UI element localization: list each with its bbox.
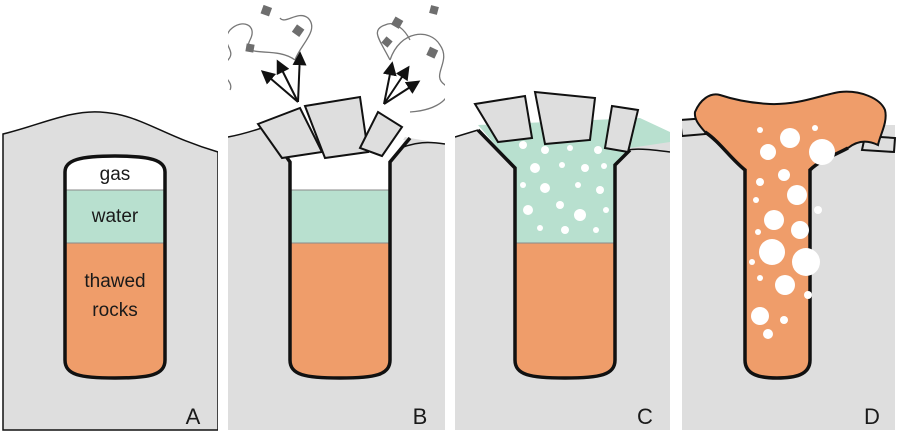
panel-a-letter: A — [186, 404, 201, 429]
bubble — [559, 162, 565, 168]
bubble — [581, 164, 589, 172]
debris-particle — [245, 43, 255, 53]
panel-a: gas water thawed rocks A — [2, 111, 219, 431]
bubble — [764, 210, 784, 230]
bubble — [530, 163, 540, 173]
panel-b-gas-plume-left-2 — [279, 14, 313, 61]
bubble — [792, 248, 820, 276]
bubble — [596, 186, 604, 194]
bubble — [594, 146, 602, 154]
bubble — [756, 178, 764, 186]
bubble — [537, 225, 543, 231]
panel-b-rocks-layer — [290, 243, 390, 378]
water-label: water — [91, 206, 139, 227]
panel-b-escape-arrows — [260, 51, 421, 105]
panel-d-letter: D — [864, 404, 880, 429]
bubble — [814, 206, 822, 214]
escape-arrow — [383, 65, 410, 105]
bubble — [541, 146, 549, 154]
bubble — [780, 316, 788, 324]
panel-a-cavity-outline — [63, 154, 167, 380]
bubble — [760, 144, 776, 160]
debris-particle — [381, 36, 393, 48]
bubble — [520, 182, 526, 188]
panel-c-bubbles — [519, 141, 609, 234]
bubble — [780, 128, 800, 148]
panel-c-rock-slab-right — [603, 104, 640, 154]
escape-arrow — [383, 80, 421, 105]
bubble — [519, 141, 527, 149]
debris-particle — [426, 46, 439, 59]
separator — [670, 0, 682, 438]
panel-d: D — [678, 90, 897, 430]
bubble — [593, 227, 599, 233]
bubble — [751, 307, 769, 325]
panel-c: C — [454, 90, 671, 430]
panel-b-gas-plume-left — [222, 23, 296, 91]
bubble — [775, 275, 795, 295]
bubble — [757, 275, 763, 281]
gas-label: gas — [100, 164, 131, 185]
panel-c-rock-slab-left — [473, 94, 534, 144]
bubble — [755, 229, 761, 235]
panel-c-rocks-layer — [515, 243, 615, 378]
bubble — [812, 125, 818, 131]
panel-b-debris-particles — [245, 4, 439, 59]
panel-b-rock-slab-middle — [303, 95, 370, 160]
panel-b-letter: B — [413, 404, 428, 429]
bubble — [763, 329, 773, 339]
escape-arrow — [260, 70, 299, 103]
bubble — [759, 239, 785, 265]
bubble — [757, 127, 763, 133]
bubble — [601, 163, 607, 169]
panel-c-cavity-outline — [476, 128, 632, 380]
panel-c-rock-slab-middle — [533, 90, 597, 146]
escape-arrow — [292, 51, 307, 103]
rocks-label: rocks — [92, 300, 137, 321]
bubble — [540, 183, 550, 193]
bubble — [809, 139, 835, 165]
panel-b-cavity-outline — [266, 129, 412, 380]
bubble — [787, 185, 807, 205]
panel-b: B — [222, 4, 449, 430]
panel-b-gas-plume-right — [389, 33, 449, 113]
panel-b-water-layer — [290, 190, 390, 243]
bubble — [561, 226, 569, 234]
bubble — [523, 205, 533, 215]
panel-b-gas-plume-right-2 — [376, 23, 411, 61]
debris-particle — [429, 5, 439, 15]
panel-c-letter: C — [637, 404, 653, 429]
bubble — [753, 197, 759, 203]
bubble — [749, 259, 755, 265]
panel-a-water-layer — [65, 190, 165, 243]
debris-particle — [260, 4, 273, 17]
bubble — [556, 201, 564, 209]
panel-b-rock-slab-right — [358, 110, 404, 158]
separator — [218, 0, 228, 438]
panel-separators — [218, 0, 682, 438]
bubble — [575, 182, 581, 188]
bubble — [778, 169, 790, 181]
thawed-label: thawed — [84, 271, 145, 292]
bubble — [567, 145, 573, 151]
panel-a-gas-layer — [65, 156, 165, 190]
debris-particle — [391, 16, 404, 29]
escape-arrow — [276, 59, 299, 103]
panel-a-rocks-layer — [65, 243, 165, 378]
separator — [445, 0, 455, 438]
bubble — [804, 291, 812, 299]
bubble — [574, 209, 586, 221]
panel-d-bubbles — [749, 125, 835, 339]
bubble — [603, 207, 609, 213]
bubble — [791, 221, 809, 239]
debris-particle — [291, 24, 305, 37]
escape-arrow — [382, 61, 397, 105]
